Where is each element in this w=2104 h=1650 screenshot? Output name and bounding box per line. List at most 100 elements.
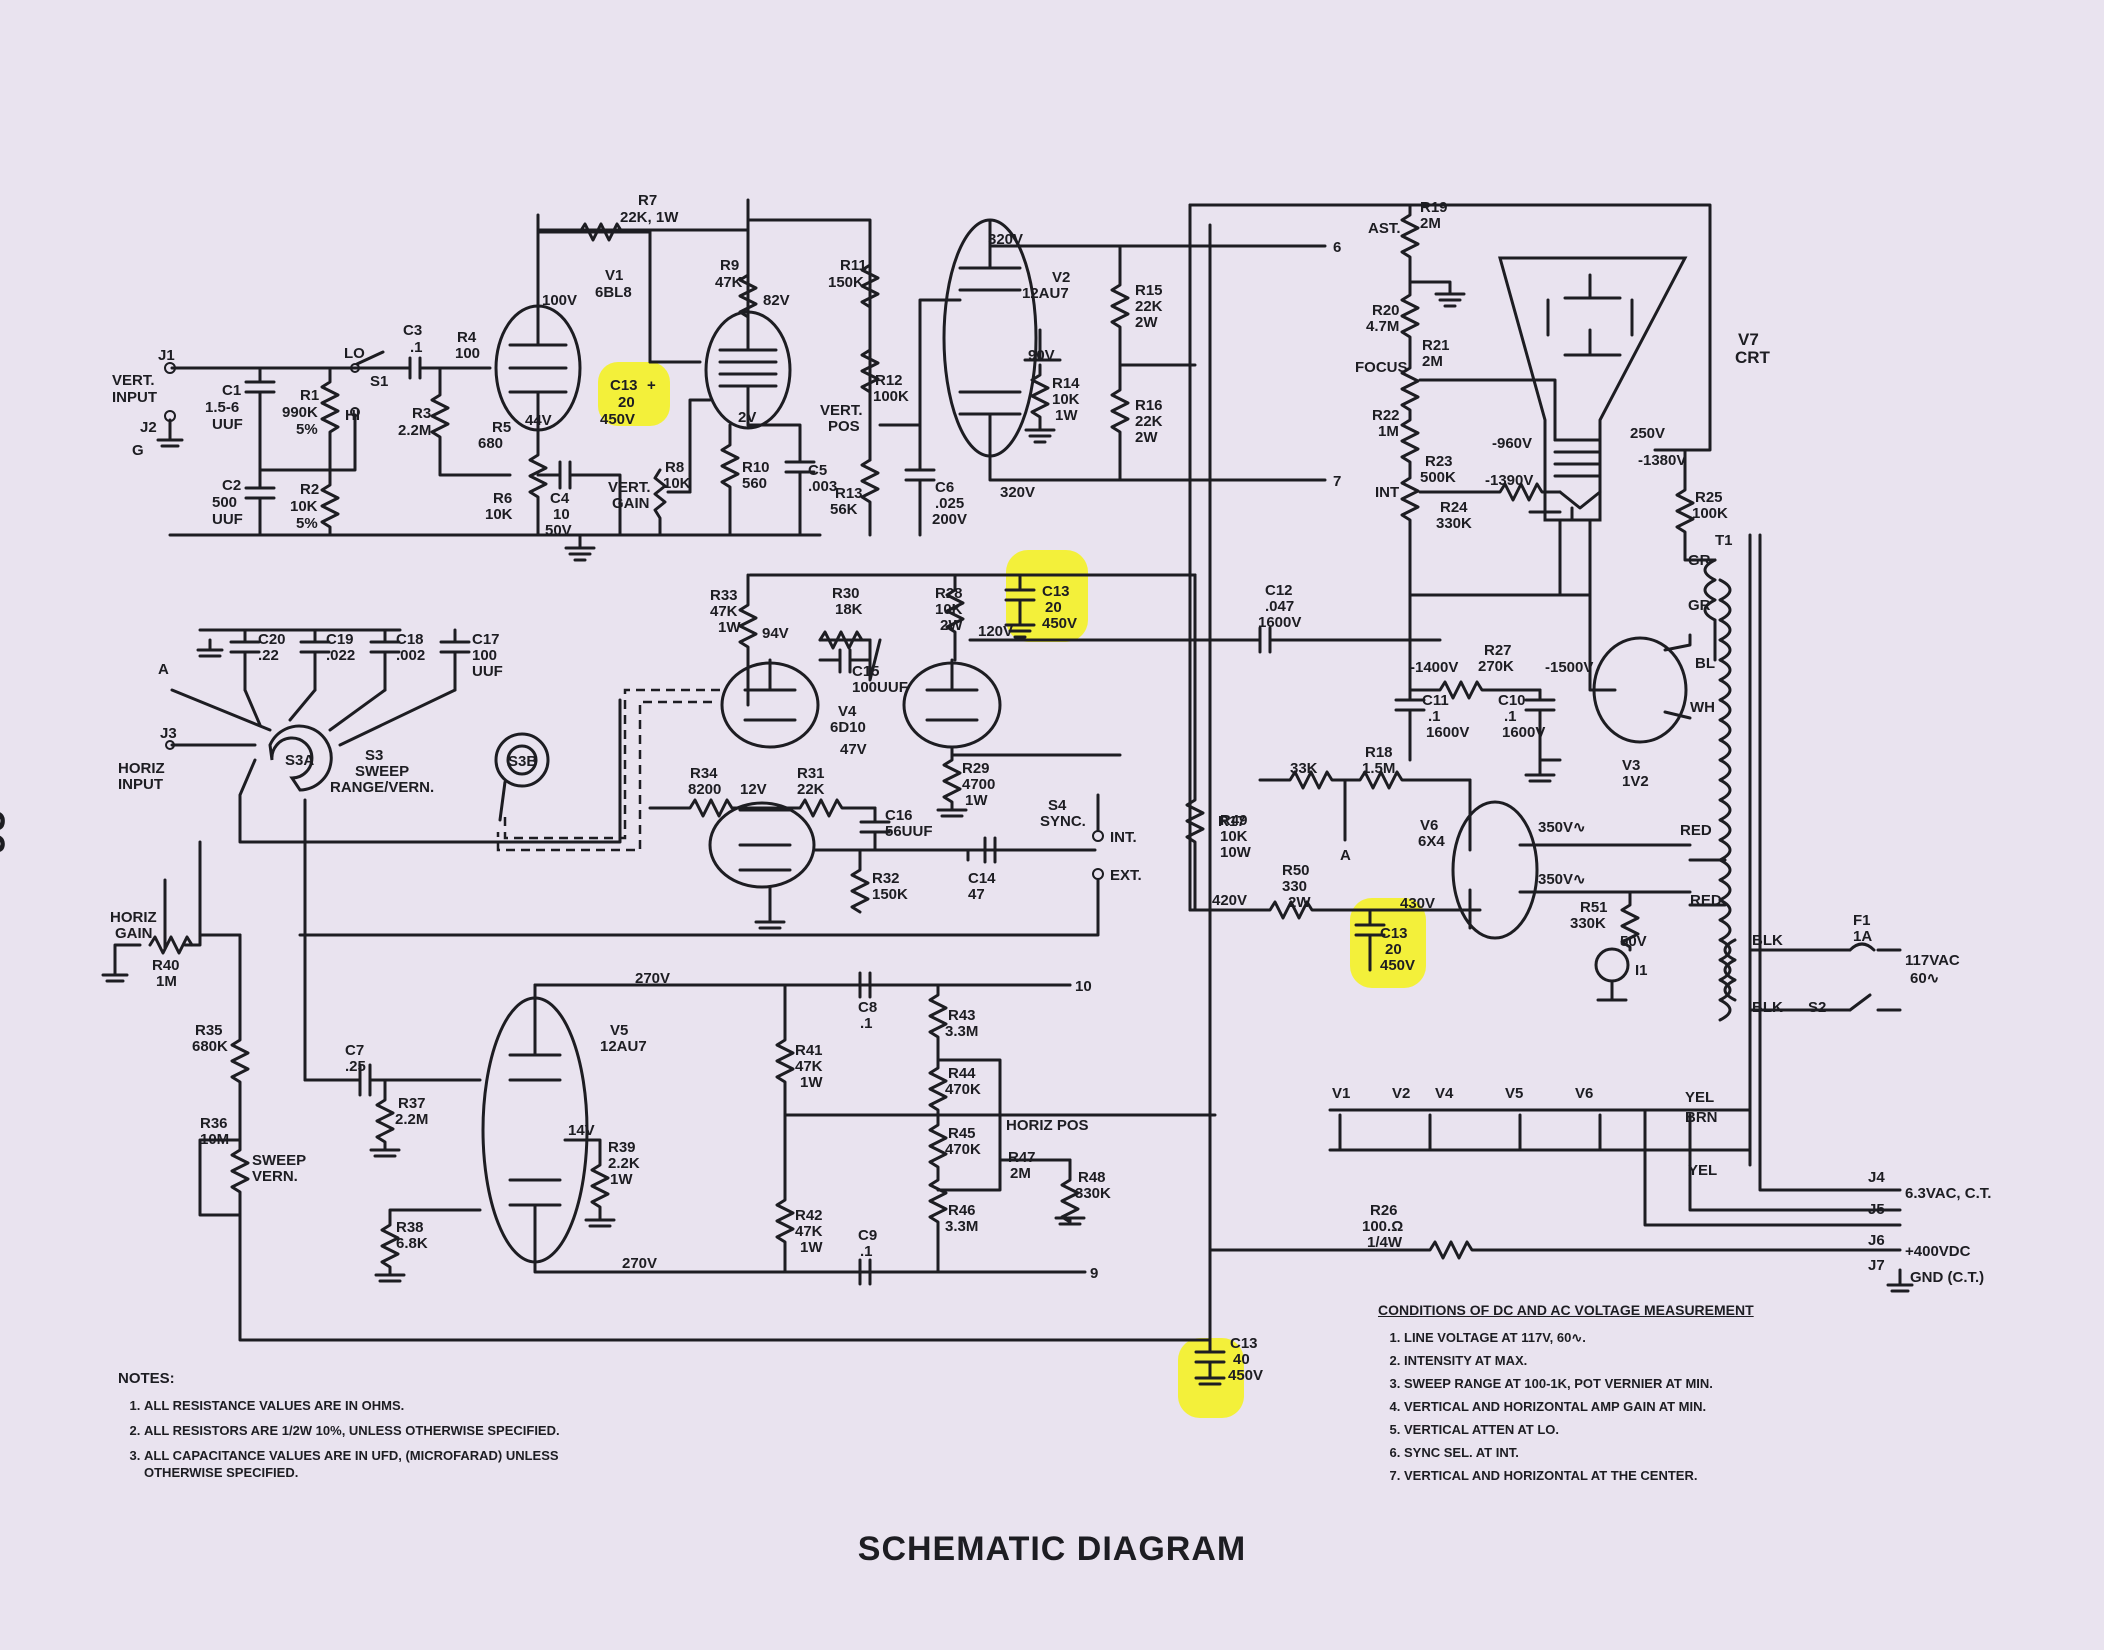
label-2v: 2V [738, 409, 756, 426]
label-r22: R22 [1372, 407, 1400, 424]
label-r26-watt: 1/4W [1367, 1234, 1403, 1251]
label-r46-value: 3.3M [945, 1218, 978, 1235]
label-i1: I1 [1635, 962, 1648, 979]
label-out-7: 7 [1333, 473, 1341, 490]
note-item: ALL CAPACITANCE VALUES ARE IN UFD, (MICR… [144, 1447, 598, 1481]
label-r13: R13 [835, 485, 863, 502]
label-c1: C1 [222, 382, 241, 399]
label-heater-v2: V2 [1392, 1085, 1410, 1102]
label-r17-value: 33K [1290, 760, 1318, 777]
label-r29-watt: 1W [965, 792, 988, 809]
label-c13b-voltage: 450V [1042, 615, 1077, 632]
label-wh: WH [1690, 699, 1715, 716]
t1-transformer [1688, 533, 1762, 1167]
label-r39-value: 2.2K [608, 1155, 640, 1172]
label-50v: 50V [1620, 933, 1647, 950]
label-r15-watt: 2W [1135, 314, 1158, 331]
label-j7: J7 [1868, 1257, 1885, 1274]
label-c13c: C13 [1380, 925, 1408, 942]
label-c10-value: .1 [1504, 708, 1517, 725]
label-lo: LO [344, 345, 365, 362]
label-v3: V3 [1622, 757, 1640, 774]
label-c13d-voltage: 450V [1228, 1367, 1263, 1384]
label-minus-1400v: -1400V [1410, 659, 1458, 676]
label-r11: R11 [840, 257, 867, 274]
label-r3-value: 2.2M [398, 422, 431, 439]
label-r41-value: 47K [795, 1058, 823, 1075]
label-r23-value: 500K [1420, 469, 1456, 486]
label-117vac: 117VAC [1905, 952, 1960, 969]
label-c3: C3 [403, 322, 422, 339]
component-labels: J1 VERT. INPUT J2 G C1 1.5-6 UUF C2 500 … [110, 192, 1991, 1384]
label-94v: 94V [762, 625, 789, 642]
condition-item: VERTICAL AND HORIZONTAL AT THE CENTER. [1404, 1467, 1938, 1484]
heater-strings [1268, 1108, 1914, 1293]
label-c8: C8 [858, 999, 877, 1016]
label-c8-value: .1 [860, 1015, 873, 1032]
label-vert-gain: VERT. [608, 479, 651, 496]
label-horiz-gain-2: GAIN [115, 925, 153, 942]
label-r5-value: 680 [478, 435, 503, 452]
label-r1-tol: 5% [296, 421, 318, 438]
label-r16-watt: 2W [1135, 429, 1158, 446]
label-j5: J5 [1868, 1201, 1885, 1218]
label-82v: 82V [763, 292, 790, 309]
label-r35-value: 680K [192, 1038, 228, 1055]
label-320v-top: 320V [988, 231, 1023, 248]
bplus-bus [1188, 203, 1272, 1386]
label-r14: R14 [1052, 375, 1080, 392]
label-vert-pos: VERT. [820, 402, 863, 419]
condition-item: INTENSITY AT MAX. [1404, 1352, 1938, 1369]
label-r49-id: R49 [1220, 812, 1248, 829]
label-r31-value: 22K [797, 781, 825, 798]
label-r33-value: 47K [710, 603, 738, 620]
label-r1-value: 990K [282, 404, 318, 421]
label-hi: HI [345, 407, 360, 424]
label-c19-value: .022 [326, 647, 355, 664]
label-heater-v1: V1 [1332, 1085, 1350, 1102]
label-r37-value: 2.2M [395, 1111, 428, 1128]
label-r50-watt: 2W [1288, 894, 1311, 911]
label-c6-value: .025 [935, 495, 964, 512]
label-r2: R2 [300, 481, 319, 498]
label-v5-type: 12AU7 [600, 1038, 647, 1055]
label-ast: AST. [1368, 220, 1401, 237]
label-vert-pos-2: POS [828, 418, 860, 435]
label-v1-type: 6BL8 [595, 284, 632, 301]
label-r30-value: 18K [835, 601, 863, 618]
note-item: ALL RESISTANCE VALUES ARE IN OHMS. [144, 1397, 598, 1414]
label-j6: J6 [1868, 1232, 1885, 1249]
label-minus-1390v: -1390V [1485, 472, 1533, 489]
label-c13d: C13 [1230, 1335, 1258, 1352]
label-v4: V4 [838, 703, 857, 720]
label-c16: C16 [885, 807, 913, 824]
label-r37: R37 [398, 1095, 426, 1112]
label-r26: R26 [1370, 1202, 1398, 1219]
label-r8: R8 [665, 459, 684, 476]
label-r24-value: 330K [1436, 515, 1472, 532]
label-range-vern: RANGE/VERN. [330, 779, 434, 796]
label-r30: R30 [832, 585, 860, 602]
power-input [1723, 938, 1902, 1012]
label-r15: R15 [1135, 282, 1163, 299]
label-250v: 250V [1630, 425, 1665, 442]
label-r35: R35 [195, 1022, 223, 1039]
label-r40: R40 [152, 957, 180, 974]
label-gr-1: GR [1688, 552, 1711, 569]
label-j4-text: 6.3VAC, C.T. [1905, 1185, 1991, 1202]
label-c13b: C13 [1042, 583, 1070, 600]
label-heater-v5: V5 [1505, 1085, 1523, 1102]
label-red-1: RED [1680, 822, 1712, 839]
label-r11-value: 150K [828, 274, 864, 291]
label-r5: R5 [492, 419, 511, 436]
sweep-section [101, 628, 1212, 1342]
label-c2: C2 [222, 477, 241, 494]
label-c11-value: .1 [1428, 708, 1441, 725]
label-c6-voltage: 200V [932, 511, 967, 528]
label-c17-unit: UUF [472, 663, 503, 680]
label-v5: V5 [610, 1022, 628, 1039]
label-r10-value: 560 [742, 475, 767, 492]
label-c13a-value: 20 [618, 394, 635, 411]
label-horiz-pos: HORIZ POS [1006, 1117, 1089, 1134]
label-c10: C10 [1498, 692, 1526, 709]
